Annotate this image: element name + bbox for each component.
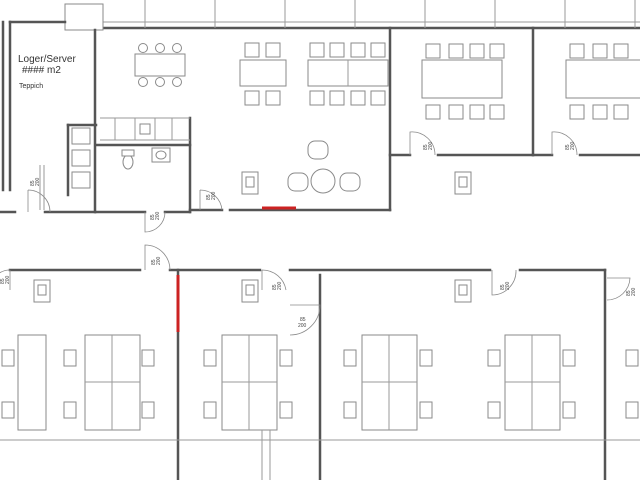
- door-width-label: 85: [150, 214, 156, 220]
- door-height-label: 200: [428, 141, 434, 150]
- door-swings: [0, 131, 631, 336]
- door-height-label: 200: [505, 281, 511, 290]
- door-height-label: 200: [211, 191, 217, 200]
- door-width-label: 85: [206, 194, 212, 200]
- door-height-label: 200: [5, 275, 11, 284]
- door-height-label: 200: [155, 211, 161, 220]
- door-width-label: 85: [30, 180, 36, 186]
- server-room-walls: [0, 20, 97, 214]
- top-right-rooms: [388, 26, 640, 195]
- door-height-label: 200: [156, 256, 162, 265]
- door-width-label: 85: [151, 259, 157, 265]
- door-width-label: 85: [272, 284, 278, 290]
- door-width-label: 85: [300, 317, 306, 323]
- door-width-label: 85: [423, 144, 429, 150]
- top-exterior-wall: [64, 0, 640, 31]
- door-height-label: 200: [298, 323, 307, 329]
- door-width-label: 85: [565, 144, 571, 150]
- door-height-label: 200: [277, 281, 283, 290]
- door-height-label: 200: [570, 141, 576, 150]
- washroom: [66, 116, 192, 214]
- room-name: Loger/Server: [18, 54, 76, 65]
- lower-offices: [0, 268, 640, 480]
- room-label-server: Loger/Server #### m2 Teppich: [18, 54, 76, 90]
- door-width-label: 85: [0, 278, 6, 284]
- door-width-label: 85: [626, 290, 632, 296]
- door-width-label: 85: [500, 284, 506, 290]
- room-area: #### m2: [22, 65, 61, 76]
- door-height-label: 200: [35, 177, 41, 186]
- door-height-label: 200: [631, 287, 637, 296]
- meeting-room: [134, 26, 392, 212]
- room-floor-finish: Teppich: [19, 83, 43, 90]
- door-dimension-labels: 85 200 85 200 85 200 85 200 85 200 85 20…: [0, 141, 637, 329]
